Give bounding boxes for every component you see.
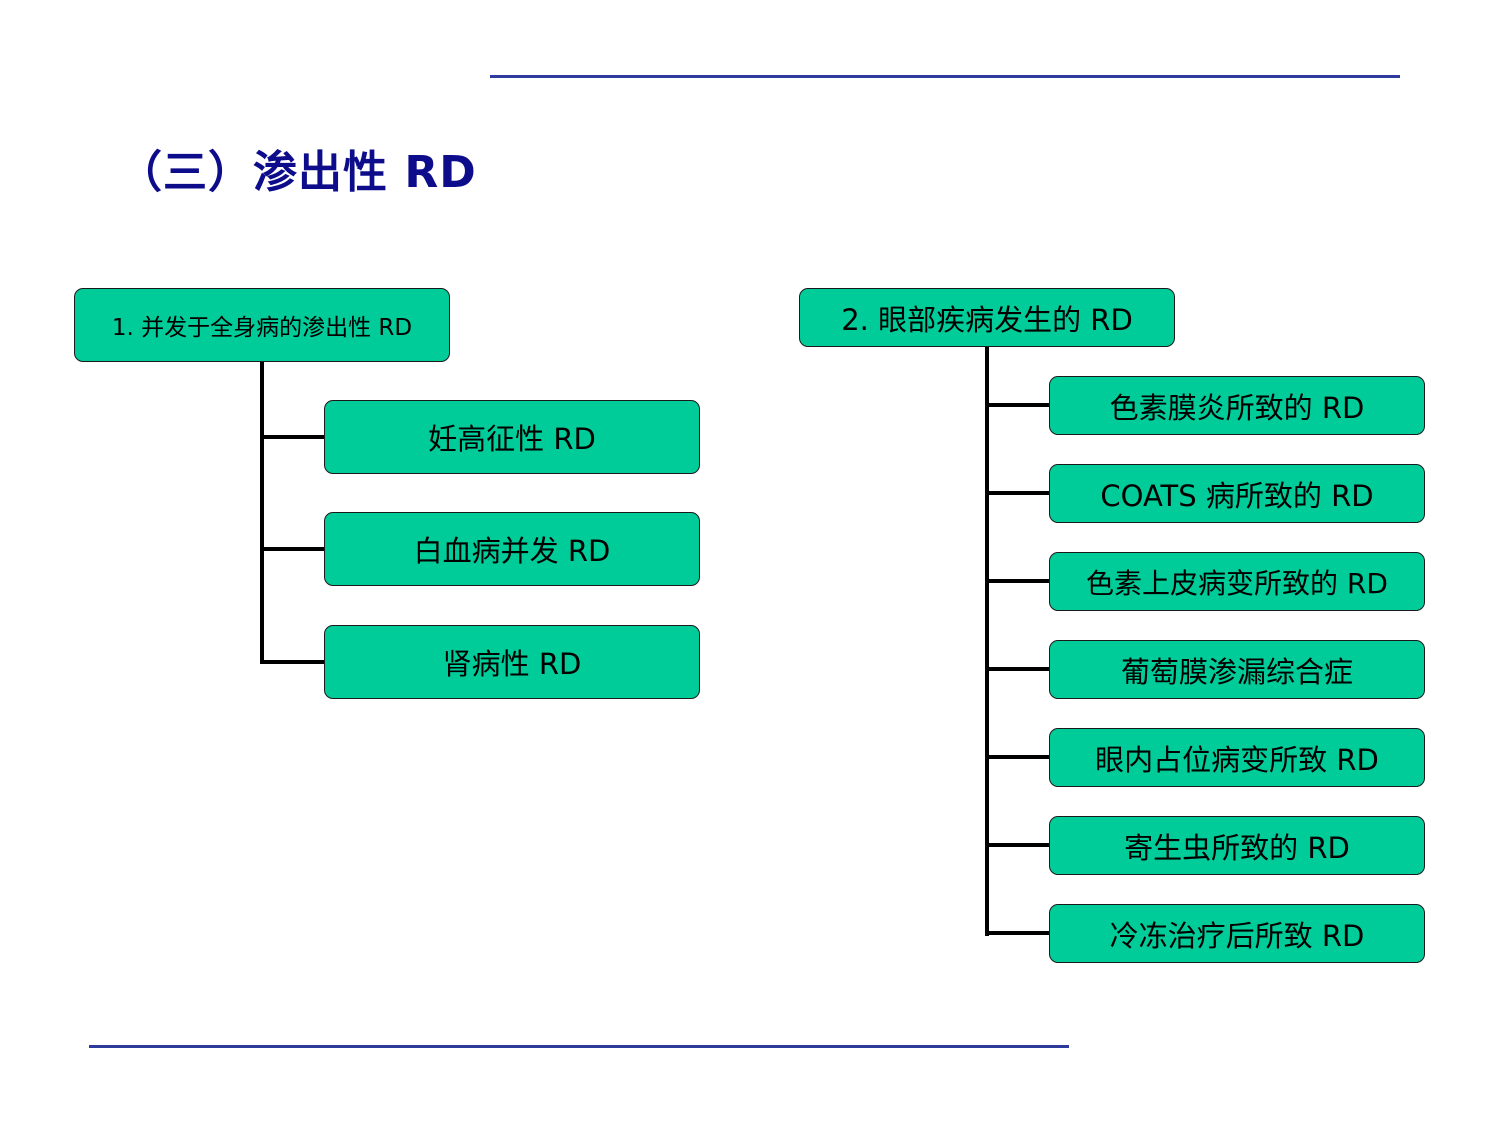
right-branch-line	[985, 403, 1051, 407]
right-child-node: COATS 病所致的 RD	[1049, 464, 1425, 523]
right-branch-line	[985, 667, 1051, 671]
right-child-label: 色素膜炎所致的 RD	[1109, 390, 1365, 425]
left-root-label: 1. 并发于全身病的渗出性 RD	[111, 315, 413, 341]
right-child-node: 眼内占位病变所致 RD	[1049, 728, 1425, 787]
right-child-label: COATS 病所致的 RD	[1100, 478, 1374, 513]
right-trunk-line	[985, 346, 989, 936]
bottom-rule	[89, 1045, 1069, 1048]
right-child-node: 冷冻治疗后所致 RD	[1049, 904, 1425, 963]
left-child-node: 肾病性 RD	[324, 625, 700, 699]
left-child-label: 白血病并发 RD	[413, 534, 611, 568]
right-branch-line	[985, 931, 1051, 935]
right-child-label: 眼内占位病变所致 RD	[1095, 742, 1379, 777]
right-branch-line	[985, 843, 1051, 847]
left-child-node: 白血病并发 RD	[324, 512, 700, 586]
right-child-node: 色素膜炎所致的 RD	[1049, 376, 1425, 435]
left-child-node: 妊高征性 RD	[324, 400, 700, 474]
right-root-label: 2. 眼部疾病发生的 RD	[841, 302, 1133, 337]
left-child-label: 肾病性 RD	[442, 647, 582, 681]
left-root-node: 1. 并发于全身病的渗出性 RD	[74, 288, 450, 362]
right-child-node: 色素上皮病变所致的 RD	[1049, 552, 1425, 611]
right-child-node: 寄生虫所致的 RD	[1049, 816, 1425, 875]
left-branch-line	[260, 547, 326, 551]
right-root-node: 2. 眼部疾病发生的 RD	[799, 288, 1175, 347]
right-branch-line	[985, 491, 1051, 495]
right-child-label: 色素上皮病变所致的 RD	[1086, 566, 1388, 600]
right-child-node: 葡萄膜渗漏综合症	[1049, 640, 1425, 699]
right-branch-line	[985, 755, 1051, 759]
left-trunk-line	[260, 361, 264, 664]
right-child-label: 葡萄膜渗漏综合症	[1120, 654, 1353, 689]
left-child-label: 妊高征性 RD	[428, 422, 596, 456]
right-child-label: 寄生虫所致的 RD	[1124, 830, 1350, 865]
left-branch-line	[260, 435, 326, 439]
slide-title: （三）渗出性 RD	[118, 147, 477, 198]
left-branch-line	[260, 660, 326, 664]
right-branch-line	[985, 579, 1051, 583]
top-rule	[490, 75, 1400, 78]
right-child-label: 冷冻治疗后所致 RD	[1109, 918, 1365, 953]
